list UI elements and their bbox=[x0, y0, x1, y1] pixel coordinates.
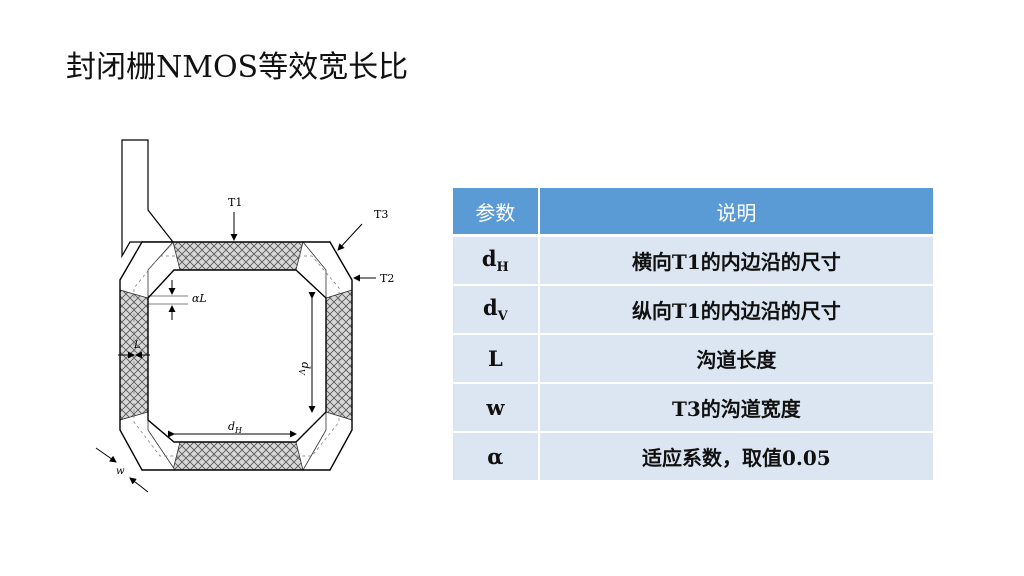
enclosed-gate-diagram: T1 T3 T2 αL L dV dH w bbox=[95, 139, 394, 493]
header-desc: 说明 bbox=[538, 188, 933, 237]
param-description: 纵向T1的内边沿的尺寸 bbox=[538, 284, 933, 335]
param-description: T3的沟道宽度 bbox=[538, 382, 933, 433]
label-l: L bbox=[133, 340, 141, 351]
param-description: 横向T1的内边沿的尺寸 bbox=[538, 234, 933, 286]
label-t2: T2 bbox=[380, 272, 394, 285]
dashed-ring bbox=[133, 255, 340, 457]
label-dv: dV bbox=[297, 362, 312, 376]
label-dh: dH bbox=[228, 420, 243, 435]
gate-lead bbox=[121, 139, 175, 259]
param-symbol: w bbox=[453, 382, 540, 433]
inner-boundary bbox=[147, 269, 327, 443]
label-t3: T3 bbox=[374, 208, 388, 221]
param-symbol: dV bbox=[453, 284, 540, 335]
table-row: dH 横向T1的内边沿的尺寸 bbox=[453, 234, 933, 286]
table-row: α 适应系数，取值0.05 bbox=[453, 431, 933, 482]
slide-title: 封闭栅NMOS等效宽长比 bbox=[66, 50, 409, 85]
outer-boundary bbox=[119, 241, 353, 471]
header-param: 参数 bbox=[453, 188, 540, 237]
label-w: w bbox=[116, 466, 125, 477]
param-description: 沟道长度 bbox=[538, 333, 933, 384]
parameter-table: 参数 说明 dH 横向T1的内边沿的尺寸 dV 纵向T1的内边沿的尺寸 L 沟道… bbox=[453, 188, 933, 482]
param-symbol: α bbox=[453, 431, 540, 482]
param-symbol: dH bbox=[453, 234, 540, 286]
label-t1: T1 bbox=[228, 196, 242, 209]
param-symbol: L bbox=[453, 333, 540, 384]
param-description: 适应系数，取值0.05 bbox=[538, 431, 933, 482]
table-row: dV 纵向T1的内边沿的尺寸 bbox=[453, 284, 933, 335]
table-row: w T3的沟道宽度 bbox=[453, 382, 933, 433]
table-header-row: 参数 说明 bbox=[453, 188, 933, 237]
label-alpha-l: αL bbox=[192, 292, 207, 305]
table-row: L 沟道长度 bbox=[453, 333, 933, 384]
